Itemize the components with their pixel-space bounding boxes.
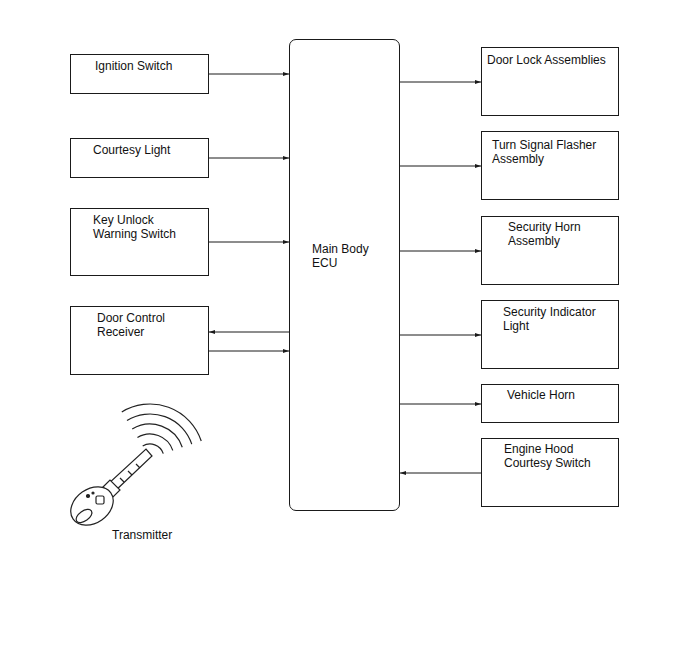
- box-label: Security Horn Assembly: [508, 220, 594, 248]
- key-dot: [87, 495, 90, 498]
- input-box: Engine Hood Courtesy Switch: [481, 438, 619, 507]
- box-label: Main Body ECU: [312, 242, 378, 270]
- signal-arrow: [400, 473, 481, 474]
- box-label: Courtesy Light: [93, 143, 170, 157]
- key-transmitter: [63, 449, 152, 533]
- output-box: Vehicle Horn: [481, 384, 619, 423]
- signal-arrow: [209, 158, 289, 159]
- box-label: Door Lock Assemblies: [487, 53, 606, 67]
- box-label: Ignition Switch: [95, 59, 172, 73]
- output-box: Security Horn Assembly: [481, 216, 619, 285]
- signal-arrow: [400, 335, 481, 336]
- box-label: Turn Signal Flasher Assembly: [492, 138, 606, 166]
- signal-arrow: [209, 332, 289, 333]
- key-ring-hole: [74, 507, 94, 526]
- part-label: Transmitter: [112, 528, 172, 542]
- signal-arrow: [209, 351, 289, 352]
- box-label: Door Control Receiver: [97, 311, 179, 339]
- output-box: Security Indicator Light: [481, 300, 619, 369]
- key-teeth: [120, 464, 140, 482]
- signal-arrow: [400, 251, 481, 252]
- radio-wave: [122, 404, 201, 441]
- input-box: Key Unlock Warning Switch: [70, 208, 209, 276]
- signal-arrow: [400, 166, 481, 167]
- receiver-box: Door Control Receiver: [70, 306, 209, 375]
- box-label: Vehicle Horn: [507, 388, 575, 402]
- signal-arrow: [400, 404, 481, 405]
- radio-wave: [132, 424, 182, 447]
- signal-arrow: [400, 82, 481, 83]
- input-box: Courtesy Light: [70, 138, 209, 178]
- signal-arrow: [209, 74, 289, 75]
- box-label: Key Unlock Warning Switch: [93, 213, 185, 241]
- key-head: [63, 479, 120, 533]
- ecu-box: Main Body ECU: [289, 39, 400, 511]
- output-box: Door Lock Assemblies: [481, 47, 619, 116]
- box-label: Engine Hood Courtesy Switch: [504, 442, 606, 470]
- radio-wave: [127, 414, 192, 444]
- radio-waves: [122, 404, 201, 454]
- output-box: Turn Signal Flasher Assembly: [481, 131, 619, 200]
- radio-wave: [137, 434, 172, 450]
- input-box: Ignition Switch: [70, 54, 209, 94]
- key-dot: [92, 492, 94, 494]
- box-label: Security Indicator Light: [503, 305, 611, 333]
- signal-arrow: [209, 242, 289, 243]
- key-button: [96, 496, 104, 504]
